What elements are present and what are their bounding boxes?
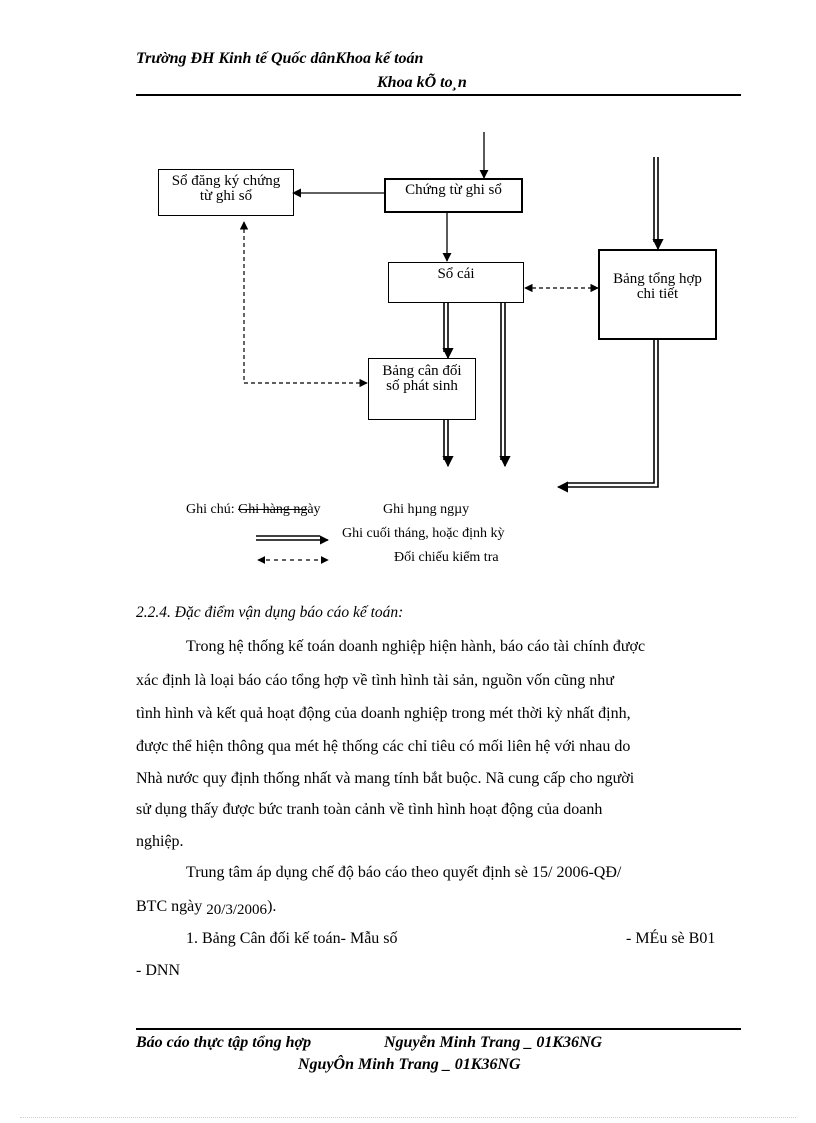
footer-author-garbled: NguyÔn Minh Trang _ 01K36NG <box>298 1056 521 1073</box>
legend-daily-rest: ày <box>307 502 321 517</box>
item1-label: 1. Bảng Cân đối kế toán- Mẫu số <box>186 930 398 947</box>
footer-author: Nguyễn Minh Trang _ 01K36NG <box>384 1034 603 1051</box>
crosscheck-register-balance <box>239 221 368 388</box>
box-general-ledger-label: Sổ cái <box>437 266 475 282</box>
para1-line4: được thể hiện thông qua mét hệ thống các… <box>136 738 631 755</box>
box-recording-voucher-label: Chứng từ ghi sổ <box>405 182 502 198</box>
legend-periodic-label: Ghi cuối tháng, hoặc định kỳ <box>342 526 505 541</box>
box-trial-balance-line2: số phát sinh <box>386 378 458 394</box>
box-trial-balance-line1: Bảng cân đối <box>382 363 462 379</box>
para2-line2-date: 20/3/2006 <box>206 902 268 918</box>
legend-note-label: Ghi chú: <box>186 502 239 517</box>
para1-line1: Trong hệ thống kế toán doanh nghiệp hiện… <box>186 638 646 655</box>
legend-symbols <box>256 535 329 564</box>
legend-crosscheck-label: Đối chiếu kiểm tra <box>394 550 499 565</box>
diagram-connectors <box>239 132 664 493</box>
header-dept: Khoa kÕ to¸n <box>377 74 467 91</box>
para1-line6: sử dụng thấy được bức tranh toàn cảnh về… <box>136 801 603 818</box>
item1-continuation: - DNN <box>136 962 180 979</box>
box-voucher-register-line2: từ ghi sổ <box>199 188 253 204</box>
para2-line2-suffix: ). <box>267 898 277 915</box>
arrow-summary-out <box>556 340 659 493</box>
legend-daily-struck: Ghi hàng ng <box>238 502 308 517</box>
box-voucher-register: Sổ đăng ký chứng từ ghi sổ <box>158 169 294 216</box>
page-edge-divider <box>20 1117 796 1118</box>
box-recording-voucher: Chứng từ ghi sổ <box>384 178 523 213</box>
section-heading: 2.2.4. Đặc điểm vận dụng báo cáo kế toán… <box>136 604 404 621</box>
para1-line3: tình hình và kết quả hoạt động của doanh… <box>136 705 631 722</box>
legend-daily-row: Ghi chú: Ghi hàng ngày <box>186 502 321 518</box>
box-detail-summary: Bảng tổng hợp chi tiết <box>598 249 717 340</box>
box-detail-summary-line1: Bảng tổng hợp <box>613 271 702 287</box>
header-rule <box>136 94 741 96</box>
footer-report-title: Báo cáo thực tập tổng hợp <box>136 1034 312 1051</box>
box-trial-balance: Bảng cân đối số phát sinh <box>368 358 476 420</box>
para2-line2-prefix: BTC ngày <box>136 898 207 915</box>
box-general-ledger: Sổ cái <box>388 262 524 303</box>
para1-line5: Nhà nước quy định thống nhất và mang tín… <box>136 770 635 787</box>
legend-daily-garbled: Ghi hµng ngµy <box>383 502 470 517</box>
para1-line7: nghiệp. <box>136 833 184 850</box>
para2-line2: BTC ngày 20/3/2006). <box>136 898 277 918</box>
box-voucher-register-line1: Sổ đăng ký chứng <box>171 173 281 189</box>
item1-form-code: - MÉu sè B01 <box>626 930 716 947</box>
para2-line1: Trung tâm áp dụng chế độ báo cáo theo qu… <box>186 864 622 881</box>
para1-line2: xác định là loại báo cáo tổng hợp về tìn… <box>136 672 614 689</box>
box-detail-summary-line2: chi tiết <box>636 286 679 302</box>
header-school: Trường ĐH Kinh tế Quốc dânKhoa kế toán <box>136 50 424 67</box>
footer-rule <box>136 1028 741 1030</box>
